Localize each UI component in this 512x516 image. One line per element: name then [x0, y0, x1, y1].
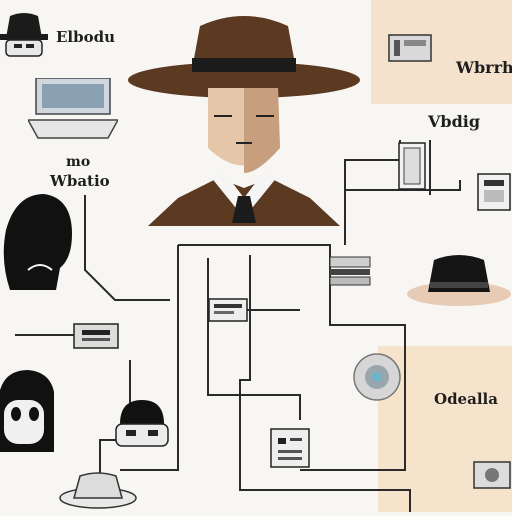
robot-head-icon — [0, 10, 48, 60]
label-left-small: mo — [66, 154, 91, 170]
robot-face-icon — [0, 370, 54, 452]
document-icon — [208, 298, 248, 322]
label-top-left: Elbodu — [56, 28, 116, 46]
server-icon — [388, 34, 432, 62]
server-icon — [72, 322, 120, 350]
label-mid-right: Vbdig — [428, 112, 481, 131]
label-left-main: Wbatio — [50, 172, 110, 190]
hat-icon — [406, 250, 512, 312]
head-silhouette-icon — [0, 190, 78, 295]
detective-avatar-icon — [128, 8, 360, 226]
document-icon — [270, 428, 310, 468]
camera-icon — [472, 458, 512, 492]
server-icon — [326, 255, 374, 287]
small-robot-icon — [112, 398, 172, 450]
speaker-icon — [352, 352, 404, 402]
small-hat-icon — [58, 470, 138, 512]
camera-icon — [476, 172, 512, 212]
cabinet-icon — [398, 142, 426, 190]
label-top-right: Wbrrho — [456, 58, 512, 77]
laptop-icon — [26, 77, 120, 140]
label-bottom-right: Odealla — [434, 390, 498, 408]
